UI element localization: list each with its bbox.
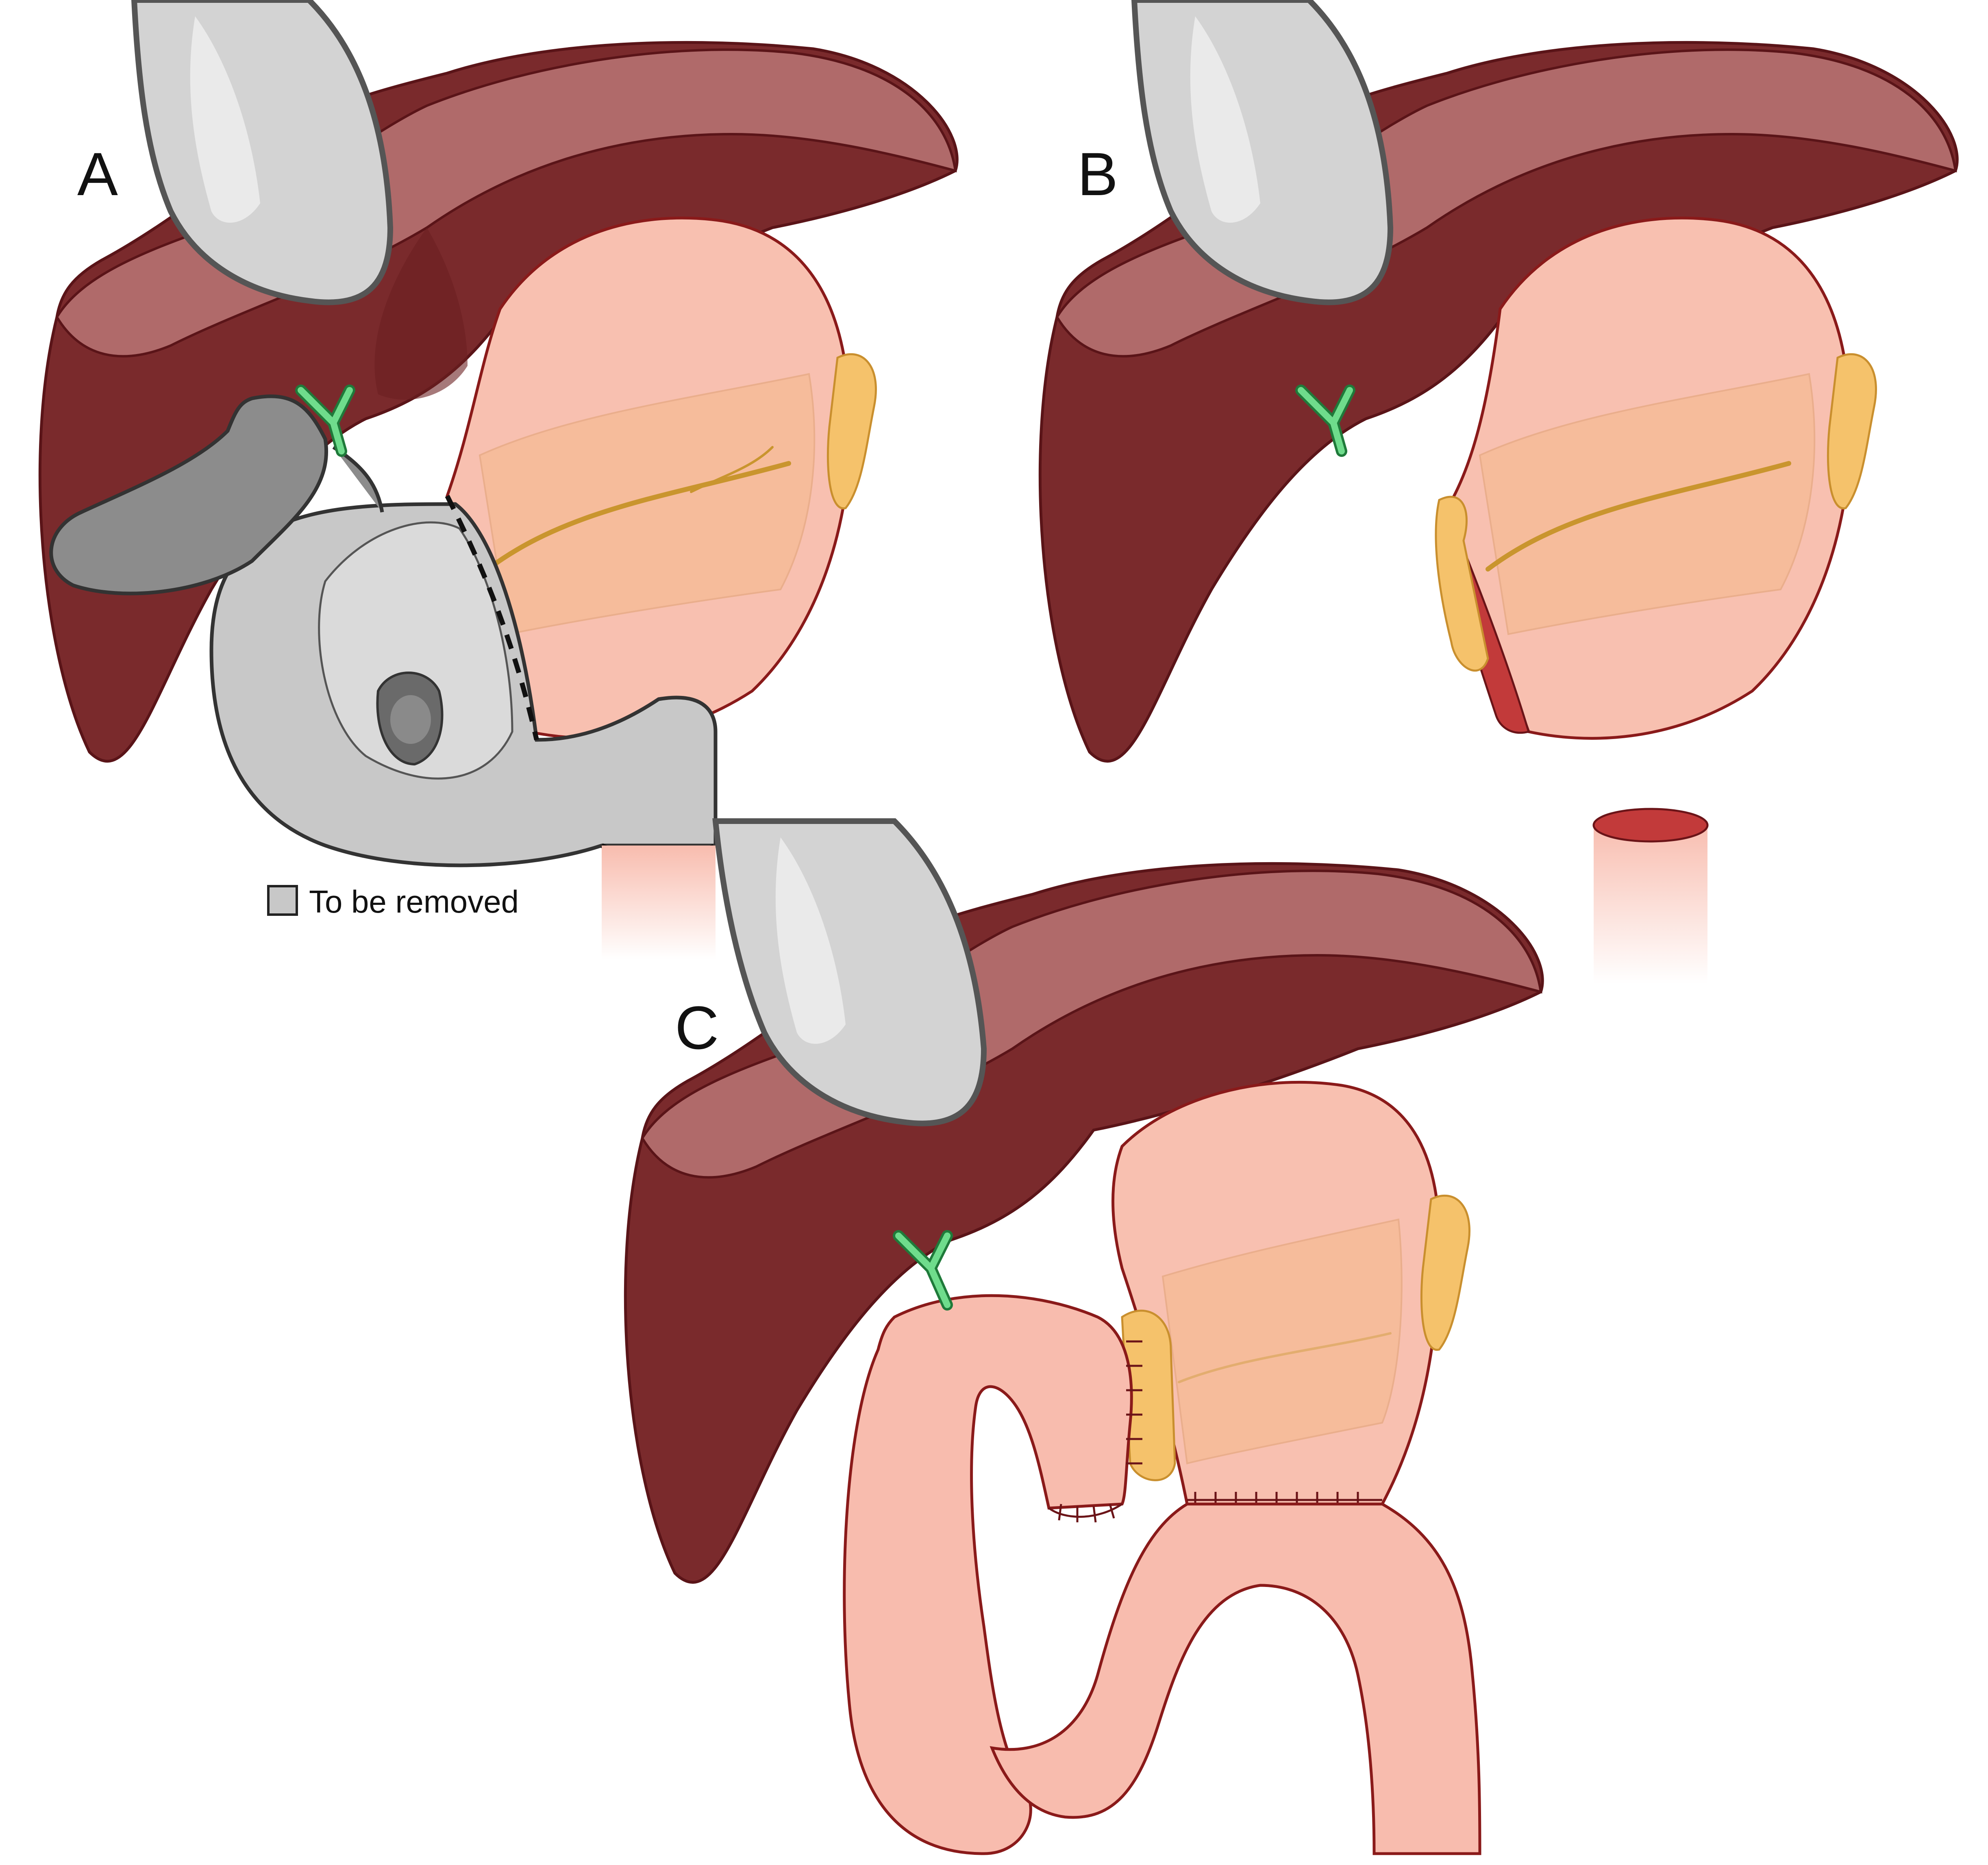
resection-line-proximal [445,495,539,741]
retractor [131,0,394,305]
pancreas-head [1121,1309,1176,1481]
panel-letter-b: B [1077,140,1118,208]
gallbladder [49,394,328,596]
stomach-remnant [1435,216,1852,740]
jejunal-limb [1592,808,1709,984]
retractor [1131,0,1394,305]
stomach [446,216,852,740]
panel-a: A [38,0,959,959]
bile-duct [893,1230,953,1311]
pancreas [827,353,877,509]
legend: To be removed [267,884,519,919]
legend-label: To be removed [309,884,519,919]
panel-letter-a: A [77,140,118,208]
gastric-remnant [1111,1080,1441,1508]
tumor [376,672,444,766]
efferent-jejunum [990,1502,1481,1855]
panel-letter-c: C [675,993,719,1062]
legend-swatch [267,885,298,916]
pancreas [1420,1194,1470,1351]
gastrojejunal-anastomosis [1187,1492,1382,1508]
panel-c: C [624,818,1544,1855]
bile-duct [295,385,355,457]
jejunum [602,846,716,959]
panel-b: B [1038,0,1959,984]
retractor [712,818,987,1126]
pancreas [1827,353,1877,509]
hepaticojejunostomy-limb [843,1294,1142,1855]
resected-region [49,394,718,867]
bile-duct-stump [1295,385,1355,457]
